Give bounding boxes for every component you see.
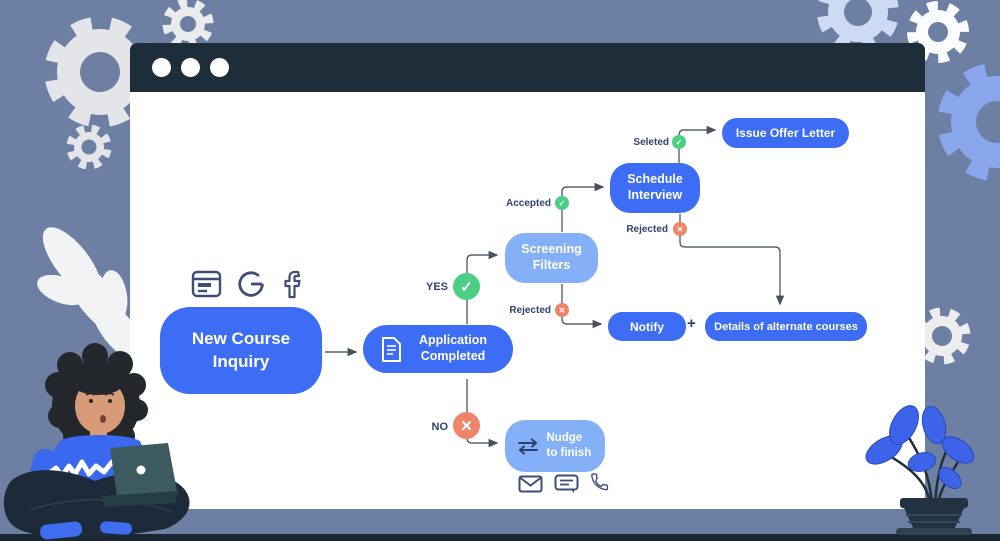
email-icon [518, 475, 543, 492]
node-label: Application Completed [418, 333, 488, 363]
cross-icon: ✕ [460, 417, 473, 435]
inquiry-source-icons [191, 269, 306, 299]
plus-sign: + [687, 315, 696, 332]
node-label: New Course Inquiry [191, 329, 291, 371]
cross-badge-rejected-screening: ✕ [555, 303, 569, 317]
window-control-dot[interactable] [152, 58, 171, 77]
floor-line [0, 534, 1000, 541]
cross-icon: ✕ [676, 224, 684, 234]
flow-node-notify[interactable]: Notify [608, 312, 686, 341]
facebook-icon [284, 270, 301, 299]
flow-node-application-completed[interactable]: Application Completed [363, 325, 513, 373]
gear-icon [66, 124, 112, 170]
check-badge-seleted: ✓ [672, 135, 686, 149]
document-icon [382, 336, 401, 362]
window-control-dot[interactable] [181, 58, 200, 77]
edge-label-seleted: Seleted [633, 137, 669, 148]
flow-node-issue-offer-letter[interactable]: Issue Offer Letter [722, 118, 849, 148]
edge-label-no: NO [431, 421, 449, 433]
flow-node-schedule-interview[interactable]: Schedule Interview [610, 163, 700, 213]
flow-node-details-alternate-courses[interactable]: Details of alternate courses [705, 312, 867, 341]
check-icon: ✓ [675, 137, 683, 147]
flow-node-nudge-to-finish[interactable]: Nudge to finish [505, 420, 605, 472]
check-badge-accepted: ✓ [555, 196, 569, 210]
cross-badge-rejected-interview: ✕ [673, 222, 687, 236]
node-label: Notify [630, 319, 664, 334]
flow-node-screening-filters[interactable]: Screening Filters [505, 233, 598, 283]
webpage-icon [191, 270, 222, 298]
node-label: Details of alternate courses [714, 320, 858, 333]
window-control-dot[interactable] [210, 58, 229, 77]
node-label: Issue Offer Letter [735, 126, 836, 140]
flow-node-new-course-inquiry[interactable]: New Course Inquiry [160, 307, 322, 394]
cross-icon: ✕ [558, 305, 566, 315]
check-icon: ✓ [558, 198, 566, 208]
nudge-channel-icons [518, 473, 611, 494]
chat-icon [554, 474, 579, 493]
edge-label-rejected-interview: Rejected [626, 224, 668, 235]
edge-label-yes: YES [425, 281, 448, 293]
node-label: Schedule Interview [627, 172, 683, 202]
window-titlebar [130, 43, 925, 92]
google-icon [238, 271, 264, 297]
check-icon: ✓ [460, 278, 473, 296]
gear-icon [937, 62, 1000, 182]
node-label: Nudge to finish [546, 432, 592, 459]
edge-label-rejected-screening: Rejected [509, 305, 551, 316]
check-badge-yes: ✓ [453, 273, 480, 300]
node-label: Screening Filters [521, 242, 582, 272]
swap-arrows-icon [517, 438, 538, 454]
edge-label-accepted: Accepted [505, 198, 551, 209]
cross-badge-no: ✕ [453, 412, 480, 439]
phone-icon [591, 473, 609, 491]
